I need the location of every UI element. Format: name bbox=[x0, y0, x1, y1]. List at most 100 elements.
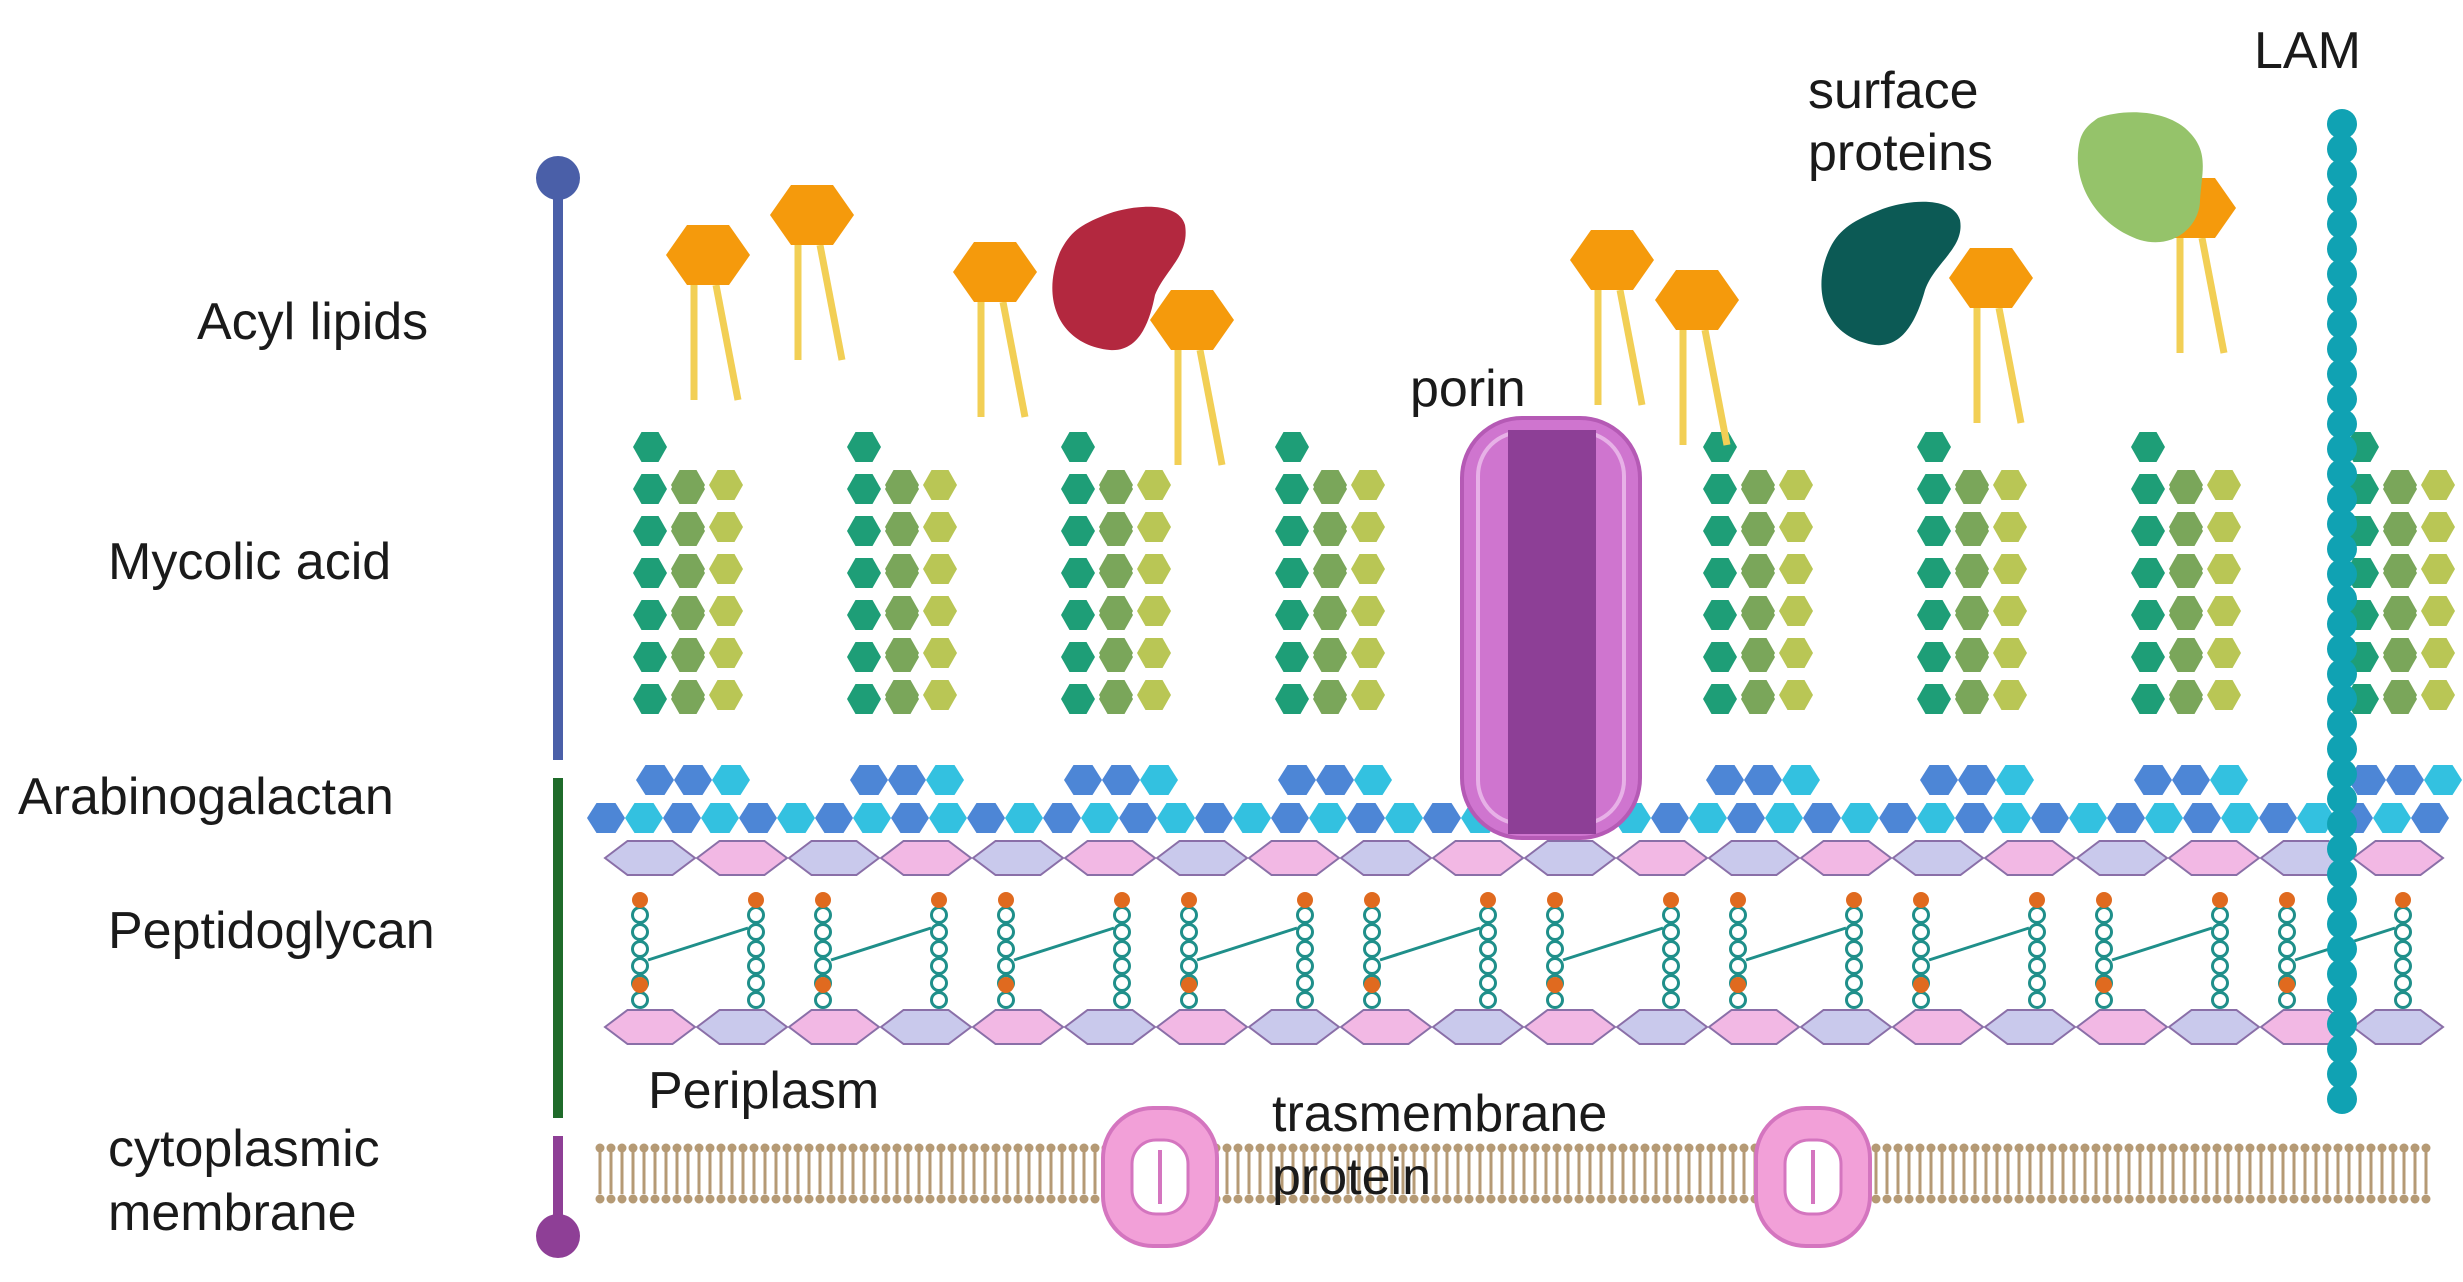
mycolic-unit bbox=[1313, 512, 1347, 542]
membrane-head bbox=[793, 1143, 803, 1153]
arabino-unit bbox=[2134, 765, 2172, 795]
mycolic-unit bbox=[2383, 512, 2417, 542]
arabino-unit bbox=[1081, 803, 1119, 833]
membrane-head bbox=[2157, 1143, 2167, 1153]
membrane-head bbox=[1354, 1143, 1364, 1153]
membrane-head bbox=[2256, 1143, 2266, 1153]
membrane-head bbox=[2102, 1194, 2112, 1204]
membrane-head bbox=[705, 1194, 715, 1204]
pg-peptide bbox=[1180, 923, 1198, 941]
lipid-tail bbox=[1196, 349, 1226, 466]
membrane-head bbox=[606, 1194, 616, 1204]
pg-sugar bbox=[1893, 841, 1983, 875]
pg-link-node bbox=[2029, 892, 2045, 908]
mycolic-unit bbox=[1137, 638, 1171, 668]
arabino-unit bbox=[853, 803, 891, 833]
pg-sugar-outline bbox=[1247, 840, 1341, 876]
membrane-head bbox=[1035, 1194, 1045, 1204]
pg-crosslink bbox=[1379, 926, 1481, 962]
membrane-head bbox=[2289, 1194, 2299, 1204]
mycolic-unit bbox=[1351, 470, 1385, 500]
pg-sugar-outline bbox=[1799, 1009, 1893, 1045]
membrane-head bbox=[2421, 1143, 2431, 1153]
membrane-head bbox=[2157, 1194, 2167, 1204]
pg-sugar bbox=[1617, 841, 1707, 875]
mycolic-unit bbox=[2421, 554, 2455, 584]
pg-sugar-outline bbox=[1431, 840, 1525, 876]
pg-peptide bbox=[2278, 923, 2296, 941]
pg-sugar-outline bbox=[1063, 840, 1157, 876]
membrane-head bbox=[716, 1143, 726, 1153]
arabino-unit bbox=[815, 803, 853, 833]
membrane-head bbox=[661, 1194, 671, 1204]
pg-peptide bbox=[1479, 991, 1497, 1009]
membrane-head bbox=[1607, 1194, 1617, 1204]
pg-crosslink bbox=[1928, 926, 2030, 962]
mycolic-unit bbox=[2421, 512, 2455, 542]
pg-link-node bbox=[2279, 892, 2295, 908]
lam-unit bbox=[2327, 884, 2357, 914]
lam-unit bbox=[2327, 1009, 2357, 1039]
lam-unit bbox=[2327, 1034, 2357, 1064]
membrane-head bbox=[1475, 1194, 1485, 1204]
mycolic-unit bbox=[1779, 554, 1813, 584]
pg-sugar bbox=[973, 841, 1063, 875]
pg-link-node bbox=[2096, 892, 2112, 908]
lipid-tail bbox=[999, 301, 1029, 418]
membrane-head bbox=[650, 1194, 660, 1204]
membrane-head bbox=[1233, 1143, 1243, 1153]
pg-peptide bbox=[1363, 940, 1381, 958]
pg-peptide bbox=[747, 974, 765, 992]
membrane-head bbox=[2102, 1143, 2112, 1153]
membrane-head bbox=[1563, 1194, 1573, 1204]
mycolic-unit bbox=[633, 432, 667, 462]
membrane-head bbox=[2047, 1143, 2057, 1153]
arabino-unit bbox=[1157, 803, 1195, 833]
pg-link-node bbox=[2096, 977, 2112, 993]
mycolic-unit bbox=[1351, 596, 1385, 626]
pg-crosslink bbox=[1196, 926, 1298, 962]
membrane-head bbox=[2124, 1194, 2134, 1204]
label-acyl-lipids: Acyl lipids bbox=[197, 293, 429, 351]
membrane-head bbox=[1662, 1143, 1672, 1153]
lam-unit bbox=[2327, 309, 2357, 339]
lam-unit bbox=[2327, 759, 2357, 789]
lam-unit bbox=[2327, 784, 2357, 814]
mycolic-unit bbox=[1275, 558, 1309, 588]
pg-crosslink bbox=[1745, 926, 1847, 962]
pg-sugar-outline bbox=[1615, 1009, 1709, 1045]
membrane-head bbox=[1893, 1194, 1903, 1204]
membrane-head bbox=[1552, 1194, 1562, 1204]
pg-sugar bbox=[1985, 841, 2075, 875]
lam-unit bbox=[2327, 334, 2357, 364]
pg-peptide bbox=[2394, 991, 2412, 1009]
membrane-head bbox=[1057, 1194, 1067, 1204]
mycolic-unit bbox=[1137, 470, 1171, 500]
membrane-head bbox=[2146, 1194, 2156, 1204]
pg-peptide bbox=[1546, 923, 1564, 941]
pg-peptide bbox=[2095, 991, 2113, 1009]
membrane-head bbox=[1915, 1143, 1925, 1153]
pg-peptide bbox=[1180, 906, 1198, 924]
pg-peptide bbox=[1180, 940, 1198, 958]
mycolic-unit bbox=[1137, 680, 1171, 710]
membrane-head bbox=[2278, 1143, 2288, 1153]
pg-peptide bbox=[1296, 923, 1314, 941]
pg-sugar-outline bbox=[971, 1009, 1065, 1045]
membrane-head bbox=[1893, 1143, 1903, 1153]
pg-sugar-outline bbox=[787, 840, 881, 876]
mycolic-unit bbox=[633, 600, 667, 630]
lipid-tail bbox=[712, 284, 742, 401]
pg-peptide bbox=[2278, 940, 2296, 958]
arabino-unit bbox=[1271, 803, 1309, 833]
membrane-head bbox=[782, 1194, 792, 1204]
pg-peptide bbox=[814, 906, 832, 924]
membrane-head bbox=[2135, 1194, 2145, 1204]
membrane-head bbox=[2278, 1194, 2288, 1204]
membrane-head bbox=[2190, 1143, 2200, 1153]
membrane-head bbox=[2025, 1194, 2035, 1204]
mycolic-unit bbox=[885, 680, 919, 710]
arabino-unit bbox=[587, 803, 625, 833]
pg-peptide bbox=[1729, 991, 1747, 1009]
pg-peptide bbox=[2394, 906, 2412, 924]
